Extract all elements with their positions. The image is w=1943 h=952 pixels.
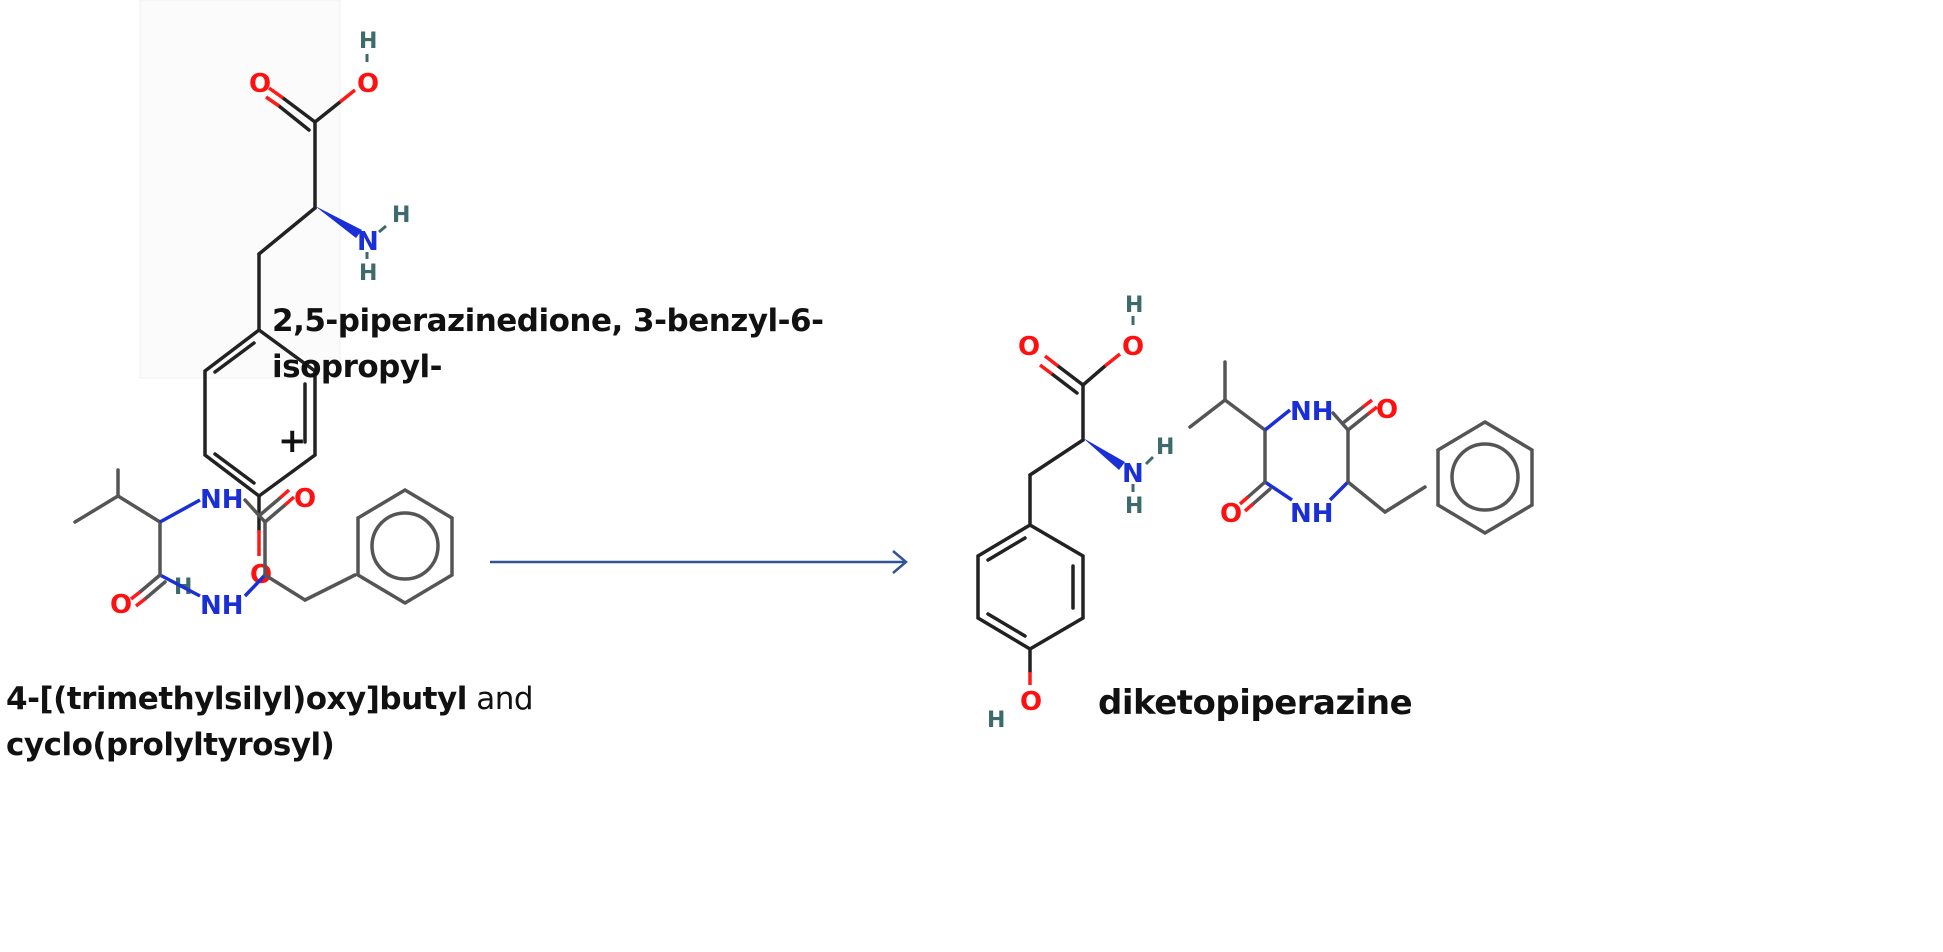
nitrogen-atom: N	[1122, 459, 1144, 489]
oxygen-atom: O	[1376, 395, 1398, 425]
nh-group: NH	[1290, 499, 1334, 529]
diketopiperazine-structure-left: NH NH O O	[73, 468, 454, 621]
reaction-arrow	[490, 550, 908, 574]
oxygen-atom: O	[1122, 332, 1144, 362]
nh-group: NH	[200, 591, 244, 621]
hydrogen-atom: H	[1125, 494, 1143, 519]
tyrosine-structure-top: O O H N H H O H	[174, 29, 410, 600]
oxygen-atom: O	[249, 69, 271, 99]
hydrogen-atom: H	[359, 29, 377, 54]
oxygen-atom: O	[1020, 687, 1042, 717]
oxygen-atom: O	[357, 69, 379, 99]
reactant2-name: 4-[(trimethylsilyl)oxy]butyl and cyclo(p…	[6, 676, 534, 768]
hydrogen-atom: H	[392, 203, 410, 228]
tyrosine-structure-product: O O H N H H O H	[976, 293, 1174, 733]
hydrogen-atom: H	[1125, 293, 1143, 318]
reactant1-image-frame	[139, 0, 341, 379]
reactant2-name-bold: 4-[(trimethylsilyl)oxy]butyl	[6, 681, 467, 717]
reactant1-name: 2,5-piperazinedione, 3-benzyl-6- isoprop…	[272, 298, 824, 390]
oxygen-atom: O	[1018, 332, 1040, 362]
reactant1-name-line1: 2,5-piperazinedione, 3-benzyl-6-	[272, 303, 824, 339]
hydrogen-atom: H	[1156, 435, 1174, 460]
diketopiperazine-structure-product: NH NH O O	[1188, 360, 1534, 536]
oxygen-atom: O	[1220, 499, 1242, 529]
oxygen-atom: O	[294, 484, 316, 514]
hydrogen-atom: H	[987, 708, 1005, 733]
product-name: diketopiperazine	[1098, 683, 1413, 723]
reactant2-name-line2: cyclo(prolyltyrosyl)	[6, 727, 335, 763]
reactant1-name-line2: isopropyl-	[272, 349, 443, 385]
oxygen-atom: O	[110, 590, 132, 620]
nitrogen-atom: N	[357, 227, 379, 257]
nh-group: NH	[1290, 397, 1334, 427]
nh-group: NH	[200, 485, 244, 515]
reactant2-name-conjunction: and	[466, 681, 534, 717]
hydrogen-atom: H	[359, 261, 377, 286]
plus-sign: +	[278, 421, 307, 461]
